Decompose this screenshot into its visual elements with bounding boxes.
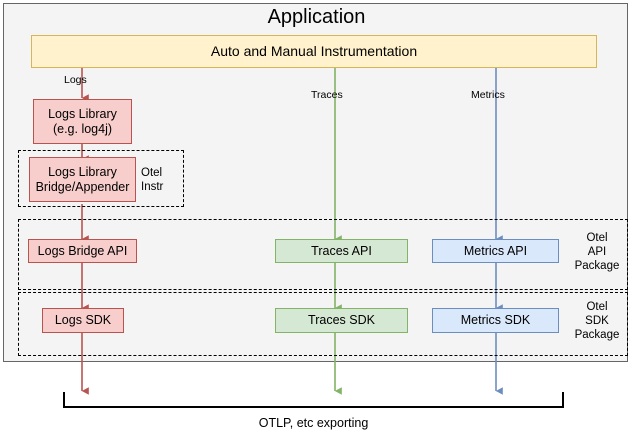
- otel-sdk-label-line2: SDK: [585, 315, 609, 327]
- node-metrics-sdk[interactable]: Metrics SDK: [432, 308, 559, 333]
- node-logs-sdk[interactable]: Logs SDK: [42, 308, 124, 333]
- node-metrics-sdk-label: Metrics SDK: [460, 313, 531, 327]
- node-metrics-api-label: Metrics API: [463, 243, 528, 258]
- export-caption: OTLP, etc exporting: [258, 416, 369, 430]
- export-bracket: [63, 392, 564, 408]
- node-logs-bridge-api[interactable]: Logs Bridge API: [28, 239, 137, 263]
- group-otel-sdk-package-label: Otel SDK Package: [566, 300, 628, 342]
- node-auto-manual-instrumentation-label: Auto and Manual Instrumentation: [210, 43, 418, 59]
- application-title: Application: [267, 6, 366, 28]
- flow-label-metrics: Metrics: [471, 89, 505, 101]
- flow-label-traces: Traces: [311, 89, 343, 101]
- otel-api-label-line1: Otel: [586, 232, 608, 244]
- node-logs-library-line2: (e.g. log4j): [52, 121, 113, 136]
- flow-label-logs: Logs: [64, 74, 87, 86]
- node-traces-api-label: Traces API: [311, 243, 372, 258]
- node-traces-api[interactable]: Traces API: [275, 239, 408, 263]
- otel-api-label-line2: API: [587, 246, 607, 258]
- node-logs-library-line1: Logs Library: [48, 106, 117, 121]
- group-otel-instr: [18, 150, 184, 207]
- group-otel-sdk-package: [18, 292, 628, 356]
- node-logs-library-bridge-appender[interactable]: Logs Library Bridge/Appender: [29, 157, 136, 202]
- node-logs-bridge-api-label: Logs Bridge API: [37, 243, 128, 258]
- node-auto-manual-instrumentation[interactable]: Auto and Manual Instrumentation: [31, 35, 597, 68]
- group-otel-instr-label-line1: Otel: [141, 167, 163, 179]
- node-logs-bridge-appender-line2: Bridge/Appender: [35, 179, 130, 194]
- node-logs-sdk-label: Logs SDK: [54, 313, 112, 327]
- node-logs-library[interactable]: Logs Library (e.g. log4j): [33, 99, 132, 144]
- node-metrics-api[interactable]: Metrics API: [432, 239, 559, 263]
- group-otel-api-package-label: Otel API Package: [566, 231, 628, 273]
- node-traces-sdk-label: Traces SDK: [308, 313, 375, 327]
- node-logs-bridge-appender-line1: Logs Library: [48, 164, 117, 179]
- group-otel-instr-label: Otel Instr: [141, 166, 185, 194]
- group-otel-api-package: [18, 219, 628, 290]
- node-traces-sdk[interactable]: Traces SDK: [275, 308, 408, 333]
- group-otel-instr-label-line2: Instr: [141, 181, 164, 193]
- otel-sdk-label-line1: Otel: [586, 301, 608, 313]
- otel-api-label-line3: Package: [574, 260, 620, 272]
- otel-sdk-label-line3: Package: [574, 329, 620, 341]
